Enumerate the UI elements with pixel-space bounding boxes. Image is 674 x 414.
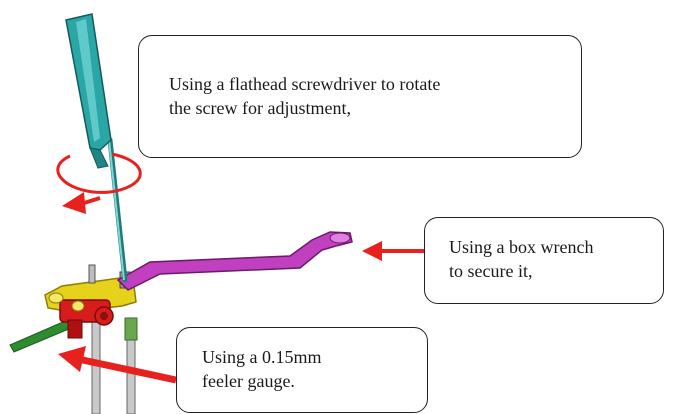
screwdriver — [65, 13, 128, 283]
feeler-gauge — [9, 317, 77, 353]
red-pointer-arrow-icon — [58, 346, 177, 384]
callout-feeler-gauge-line-2: feeler gauge. — [202, 371, 295, 391]
callout-screwdriver-line-1: Using a flathead screwdriver to rotate — [169, 74, 441, 94]
curved-rotation-arrow-icon — [56, 152, 142, 214]
box-wrench-ring — [329, 232, 351, 244]
callout-screwdriver-line-2: the screw for adjustment, — [169, 98, 351, 118]
callout-feeler-gauge-line-1: Using a 0.15mm — [202, 347, 322, 367]
callout-box-wrench-line-1: Using a box wrench — [449, 237, 594, 257]
red-pointer-arrow-icon — [362, 241, 424, 261]
callout-feeler-gauge: Using a 0.15mm feeler gauge. — [176, 327, 428, 413]
callout-box-wrench: Using a box wrench to secure it, — [424, 217, 664, 304]
box-wrench — [116, 231, 353, 291]
callout-screwdriver: Using a flathead screwdriver to rotate t… — [138, 35, 582, 158]
callout-box-wrench-line-2: to secure it, — [449, 261, 533, 281]
